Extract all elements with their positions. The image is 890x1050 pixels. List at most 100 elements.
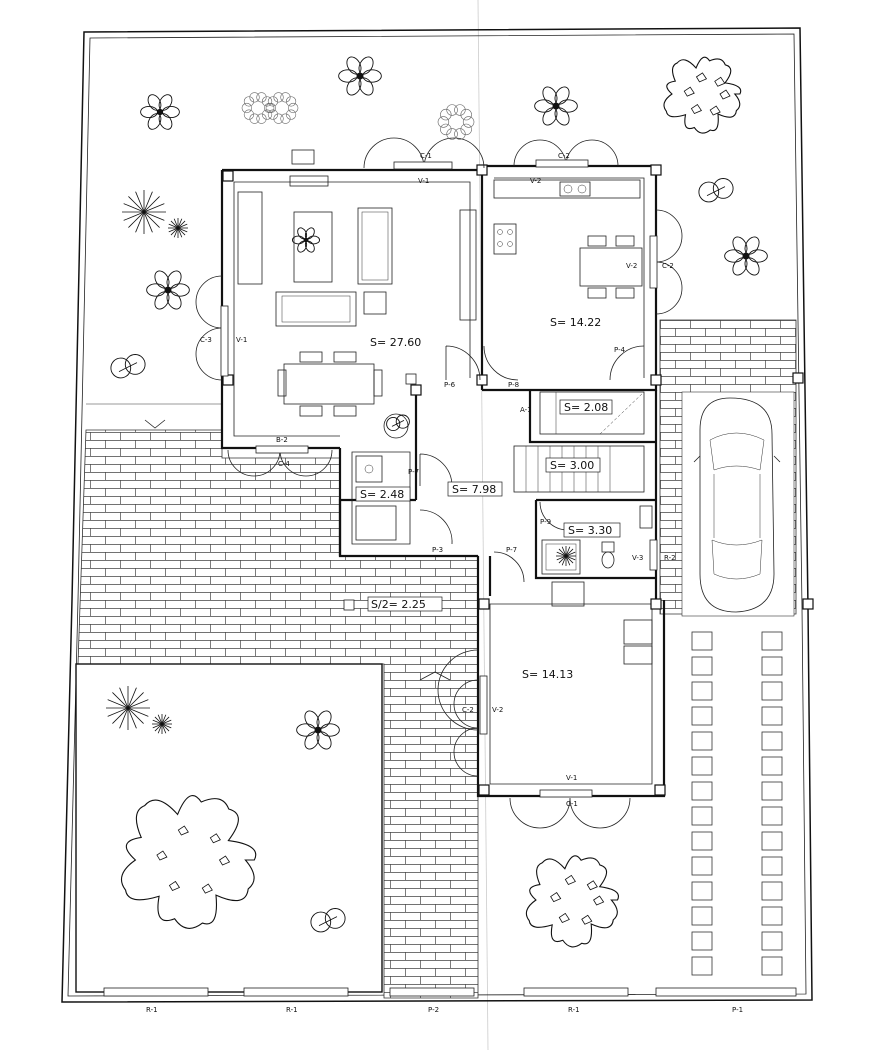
paving-stone [761,806,783,826]
paving-stone [691,706,713,726]
code-c1-top: C-1 [420,152,432,160]
code-c3-left: C-3 [200,336,212,344]
paving-stone [761,781,783,801]
door-swings [419,345,645,731]
paving-stone [761,831,783,851]
code-p8: P-8 [508,381,519,389]
shrub-icon [140,94,180,130]
paving-stone [761,656,783,676]
code-v2-lower: V-2 [492,706,503,714]
code-c2-kitchen-side: C-2 [662,262,674,270]
paving-stone [691,656,713,676]
shrub-icon [296,710,340,750]
tree-icon [120,794,257,929]
palm-icon [152,714,172,734]
bush-icon [698,178,734,203]
bush-icon [110,354,146,379]
code-r1-a: R-1 [146,1006,158,1014]
code-b2: B-2 [276,436,288,444]
area-kitchen: S= 14.22 [550,316,601,329]
paving-stone [761,856,783,876]
paving-stone [691,931,713,951]
bath-fixtures [355,455,653,665]
column-post [476,374,488,386]
code-p2: P-2 [428,1006,439,1014]
area-living: S= 27.60 [370,336,421,349]
paving-stone [691,906,713,926]
palm-icon [556,546,576,566]
element-codes: C-1 V-1 C-2 V-2 V-2 C-2 C-3 V-1 B-2 C-4 … [146,152,743,1014]
paving-stone [761,731,783,751]
living-furniture [237,149,477,439]
column-post [476,164,488,176]
code-c2-kitchen: C-2 [558,152,570,160]
paving-stone [691,631,713,651]
tree-icon [525,855,619,948]
paving-stone [691,756,713,776]
code-p3: P-3 [432,546,443,554]
palm-icon [168,218,188,238]
column-post [222,170,234,182]
code-c4: C-4 [278,460,290,468]
paving-stone [761,881,783,901]
paving-stone [691,881,713,901]
area-stair-small: S= 2.08 [564,401,608,414]
area-bath: S= 3.30 [568,524,612,537]
paving-stone [761,956,783,976]
tree-icons [106,56,768,948]
code-p7-store: P-7 [408,468,419,476]
code-p9: P-9 [540,518,551,526]
stair-outline [513,445,645,493]
paper-fold-line [477,0,489,1050]
paving-stone [761,756,783,776]
code-p4: P-4 [614,346,626,354]
code-p6: P-6 [444,381,456,389]
code-v3: V-3 [632,554,643,562]
shrub-icon [534,86,578,126]
paving-stone [691,806,713,826]
code-r1-b: R-1 [286,1006,298,1014]
hedge-icon [265,92,299,124]
code-a1: A-1 [520,406,532,414]
window-swings [195,137,683,829]
tree-icon [663,56,742,134]
shrub-icon [338,56,382,96]
code-v1-left: V-1 [236,336,247,344]
column-post [222,374,234,386]
code-r1-c: R-1 [568,1006,580,1014]
column-post [478,598,490,610]
shrub-icon [291,227,321,253]
paving-stone [761,931,783,951]
side-paving [659,319,797,617]
area-storage: S= 2.48 [360,488,404,501]
paving-stone [691,781,713,801]
columns [222,164,814,796]
area-stair-main: S= 3.00 [550,459,594,472]
bush-icon [386,414,410,432]
code-p7-hall: P-7 [506,546,517,554]
staircase-small [539,391,645,435]
column-post [478,784,490,796]
kitchen-furniture [493,179,643,299]
paving-stone [761,681,783,701]
room-areas: S= 27.60 S= 14.22 S= 2.08 S= 3.00 S= 7.9… [343,316,621,681]
column-post [650,374,662,386]
paving-stone [691,681,713,701]
code-v2-kitchen-side: V-2 [626,262,637,270]
column-post [802,598,814,610]
area-garage-room: S= 14.13 [522,668,573,681]
paving-stone [761,706,783,726]
shrub-icon [146,270,190,310]
code-c2-lower: C-2 [462,706,474,714]
code-p1: P-1 [732,1006,743,1014]
paving-stone [761,631,783,651]
paving-stone [691,856,713,876]
code-v1-lower: V-1 [566,774,577,782]
column-post [792,372,804,384]
area-porch: S/2= 2.25 [371,598,426,611]
paving-stone [691,956,713,976]
palm-icon [106,686,150,730]
bush-icon [310,908,346,933]
car-icon [693,397,781,613]
